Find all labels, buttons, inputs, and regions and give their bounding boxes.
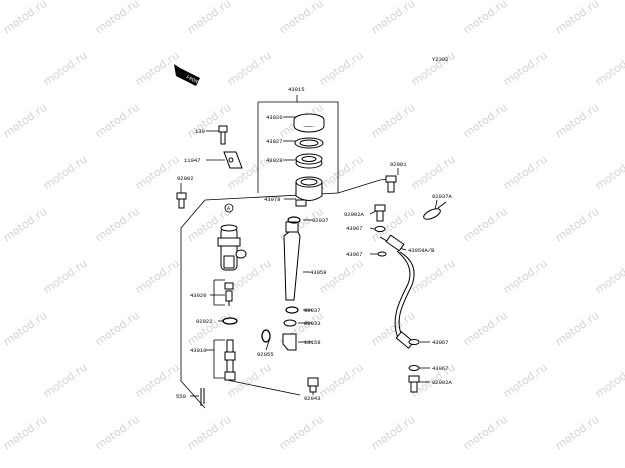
mount-bolt xyxy=(176,192,187,209)
part-label: 11047 xyxy=(184,157,201,164)
washer xyxy=(283,319,297,327)
part-label: 92002A xyxy=(344,211,365,218)
reservoir-cap xyxy=(293,113,325,133)
hose-clip xyxy=(423,201,447,220)
banjo-bolt xyxy=(385,175,397,193)
diaphragm xyxy=(295,153,323,169)
part-label: 550 xyxy=(176,393,186,400)
part-label: 43078 xyxy=(264,196,281,203)
elbow-fitting xyxy=(282,333,297,351)
part-label: 43067 xyxy=(346,251,363,258)
rod-bolt xyxy=(307,377,319,393)
part-label: 92022 xyxy=(196,318,213,325)
part-label: 13159 xyxy=(304,339,321,346)
part-label: 92037 xyxy=(304,307,321,314)
piston-assembly xyxy=(224,282,234,306)
part-label: 43067 xyxy=(432,339,449,346)
part-label: 92001 xyxy=(390,161,407,168)
push-rod xyxy=(224,339,236,381)
part-label: 92055 xyxy=(257,351,274,358)
part-label: 92002A xyxy=(432,379,453,386)
diagram-id: Y2392 xyxy=(432,56,449,63)
diaphragm-plate xyxy=(294,137,324,149)
banjo-bolt-bottom xyxy=(408,375,420,393)
part-label: 43015 xyxy=(288,86,305,93)
part-label: 43067 xyxy=(432,365,449,372)
ref-marker-a: A xyxy=(227,206,230,212)
circlip xyxy=(222,317,238,325)
part-label: 43010 xyxy=(190,347,207,354)
part-label: 92033 xyxy=(304,320,321,327)
part-label: 130 xyxy=(195,128,205,135)
master-cylinder-body xyxy=(217,204,247,271)
part-label: 43028 xyxy=(266,157,283,164)
part-label: 43059 xyxy=(310,269,327,276)
part-label: 43027 xyxy=(266,138,283,145)
brake-hose xyxy=(379,234,415,349)
svg-text:FRONT: FRONT xyxy=(185,74,201,86)
reservoir-hose xyxy=(283,221,301,301)
part-label: 92043 xyxy=(304,395,321,402)
front-arrow-icon: FRONT xyxy=(174,64,201,86)
part-label: 92037A xyxy=(432,193,453,200)
hose-clamp xyxy=(285,306,299,314)
part-label: 43020 xyxy=(190,292,207,299)
part-label: 43067 xyxy=(346,225,363,232)
hose-clamp xyxy=(287,216,301,224)
cotter-pin xyxy=(200,388,205,406)
gasket xyxy=(377,251,387,257)
part-label: 92002 xyxy=(177,175,194,182)
gasket xyxy=(374,226,386,232)
gasket xyxy=(408,365,420,371)
bracket-bolt xyxy=(218,125,243,169)
reservoir-body xyxy=(295,176,323,207)
banjo-bolt-top xyxy=(374,204,386,222)
part-label: 92037 xyxy=(312,217,329,224)
o-ring xyxy=(261,329,271,343)
part-label: 43026 xyxy=(266,114,283,121)
part-label: 43059A/B xyxy=(408,247,435,254)
gasket xyxy=(408,339,420,345)
